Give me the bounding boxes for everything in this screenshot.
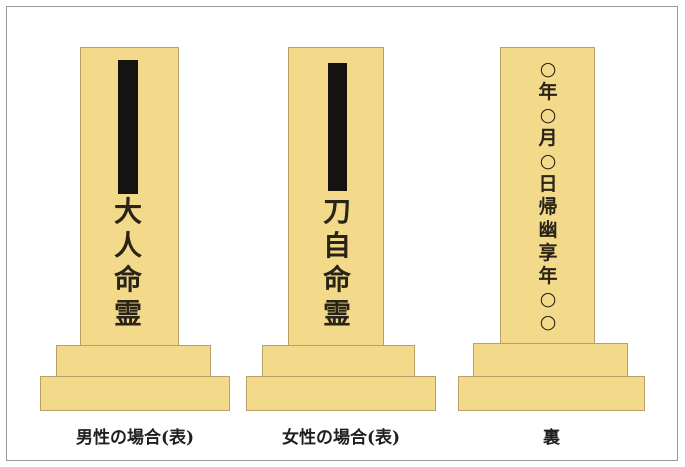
inscription-glyph: 霊 [113,297,142,330]
base-lower [246,376,436,411]
inscription-text: 大人命霊 [110,198,146,328]
caption-back: 裏 [543,428,560,448]
base-upper [262,345,415,378]
inscription-glyph: 年 [538,265,558,287]
inscription-glyph: 刀 [322,195,351,228]
name-plate [328,63,347,191]
inscription-glyph: 命 [322,263,351,296]
caption-male: 男性の場合(表) [75,428,195,448]
inscription-glyph: 自 [322,229,351,262]
inscription-glyph: 年 [538,81,558,103]
inscription-glyph: 霊 [322,297,351,330]
inscription-glyph: 人 [113,229,142,262]
inscription-glyph: 帰 [538,196,558,218]
base-upper [56,345,211,378]
inscription-glyph: 月 [538,127,558,149]
name-plate [118,60,138,194]
caption-female: 女性の場合(表) [281,428,401,448]
base-lower [458,376,645,411]
inscription-glyph: 大 [113,195,142,228]
inscription-glyph: ○ [539,311,557,333]
inscription-glyph: 幽 [538,219,558,241]
inscription-text: ○年○月○日帰幽享年○○ [534,60,562,332]
inscription-glyph: ○ [539,104,557,126]
inscription-glyph: ○ [539,150,557,172]
inscription-glyph: 享 [538,242,558,264]
base-lower [40,376,230,411]
base-upper [473,343,628,378]
pillar [500,47,595,347]
inscription-text: 刀自命霊 [318,198,356,328]
inscription-glyph: 日 [538,173,558,195]
inscription-glyph: 命 [113,263,142,296]
inscription-glyph: ○ [539,58,557,80]
inscription-glyph: ○ [539,288,557,310]
